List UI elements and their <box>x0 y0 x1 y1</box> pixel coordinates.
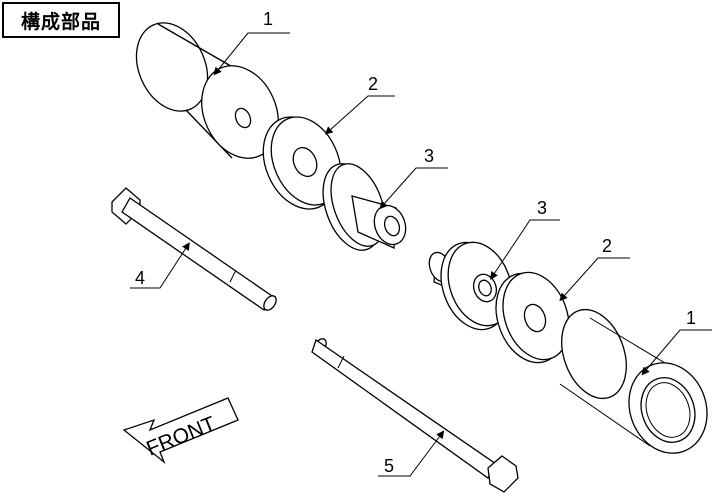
callout-part-5: 5 <box>384 456 394 476</box>
bolt-long <box>311 338 519 493</box>
callout-part-4: 4 <box>135 268 145 288</box>
callout-part-3-lower: 3 <box>537 198 547 218</box>
callout-part-1-lower: 1 <box>686 308 696 328</box>
callout-part-1-upper: 1 <box>263 9 273 29</box>
slider-upper <box>135 22 279 159</box>
leader-lines <box>130 32 712 477</box>
slider-lower <box>559 308 708 454</box>
front-direction-arrow: FRONT <box>122 397 239 465</box>
callout-part-2-lower: 2 <box>602 236 612 256</box>
callout-part-3-upper: 3 <box>424 146 434 166</box>
collar-lower <box>428 241 513 331</box>
washer-lower <box>495 271 570 364</box>
collar-upper <box>322 163 407 251</box>
callout-part-2-upper: 2 <box>368 74 378 94</box>
bolt-short <box>111 187 277 311</box>
parts-title: 構成部品 <box>2 2 120 38</box>
